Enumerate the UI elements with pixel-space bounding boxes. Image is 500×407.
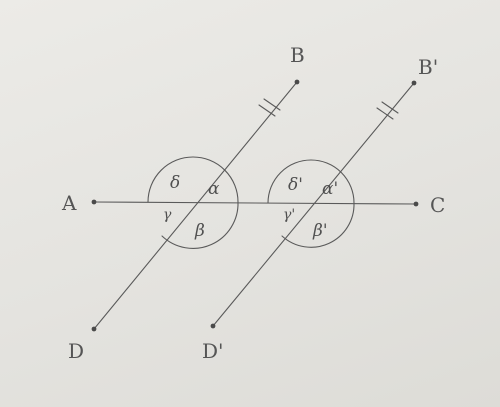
- point-b: [294, 79, 300, 85]
- line-dprime-bprime: [212, 82, 415, 327]
- parallel-ticks-db: [258, 98, 281, 117]
- point-c: [413, 201, 419, 207]
- angle-delta-prime: δ': [288, 175, 303, 195]
- angle-alpha: α: [208, 179, 220, 199]
- angle-alpha-prime: α': [322, 179, 338, 199]
- point-bprime: [411, 80, 417, 86]
- parallel-ticks-dprime-bprime: [376, 101, 399, 120]
- label-bprime: B': [418, 55, 438, 79]
- label-b: B: [290, 43, 305, 67]
- label-dprime: D': [202, 339, 224, 363]
- label-d: D: [68, 339, 84, 363]
- angle-beta: β: [194, 221, 205, 241]
- line-db: [93, 81, 298, 330]
- point-d: [91, 326, 97, 332]
- point-a: [91, 199, 97, 205]
- angle-gamma: γ: [163, 207, 172, 223]
- angle-arc-right: [267, 159, 355, 248]
- angle-gamma-prime: γ': [283, 207, 295, 223]
- line-ac: [93, 201, 417, 205]
- label-a: A: [61, 191, 77, 215]
- angle-arc-left: [147, 156, 239, 249]
- angle-delta: δ: [170, 173, 180, 193]
- label-c: C: [430, 193, 445, 217]
- point-dprime: [210, 323, 216, 329]
- angle-beta-prime: β': [312, 221, 328, 241]
